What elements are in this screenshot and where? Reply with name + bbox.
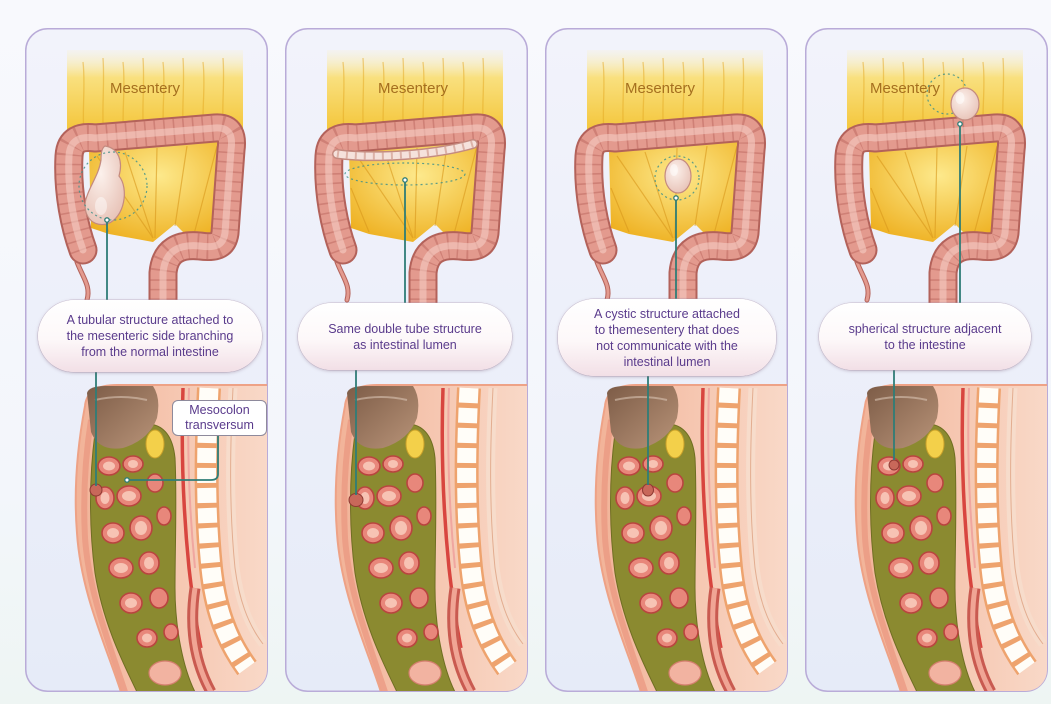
pointer-dot bbox=[403, 178, 407, 182]
description-line: to themesentery that does bbox=[595, 322, 740, 338]
mesentery-label: Mesentery bbox=[110, 80, 181, 97]
lesion-cross-section bbox=[643, 484, 654, 496]
description-label-panel-1: A tubular structure attached to the mese… bbox=[38, 300, 262, 372]
callout-line-text: Mesocolon bbox=[189, 403, 249, 418]
lesion-cross-section bbox=[889, 460, 899, 470]
pointer-dot bbox=[105, 218, 109, 222]
description-line: not communicate with the bbox=[596, 338, 738, 354]
callout-dot bbox=[125, 478, 129, 482]
description-line: to the intestine bbox=[884, 337, 965, 353]
sagittal-section-illustration bbox=[596, 385, 788, 692]
mesentery-label: Mesentery bbox=[870, 80, 941, 97]
mesocolon-callout: Mesocolon transversum bbox=[172, 400, 267, 436]
description-line: as intestinal lumen bbox=[353, 337, 457, 353]
description-label-panel-4: spherical structure adjacent to the inte… bbox=[819, 303, 1031, 370]
lesion-mesenteric-cyst bbox=[665, 159, 691, 193]
lesion-spherical-structure bbox=[951, 88, 979, 120]
pointer-dot bbox=[958, 122, 962, 126]
description-line: Same double tube structure bbox=[328, 321, 482, 337]
callout-line-text: transversum bbox=[185, 418, 254, 433]
mesentery-label: Mesentery bbox=[378, 80, 449, 97]
description-line: A cystic structure attached bbox=[594, 306, 740, 322]
mesentery-label: Mesentery bbox=[625, 80, 696, 97]
description-label-panel-3: A cystic structure attached to themesent… bbox=[558, 299, 776, 376]
sagittal-section-illustration bbox=[336, 385, 528, 692]
description-line: intestinal lumen bbox=[624, 354, 711, 370]
description-line: spherical structure adjacent bbox=[849, 321, 1002, 337]
pointer-dot bbox=[674, 196, 678, 200]
description-line: A tubular structure attached to bbox=[67, 312, 234, 328]
description-line: from the normal intestine bbox=[81, 344, 219, 360]
lesion-cross-section bbox=[349, 494, 363, 507]
description-line: the mesenteric side branching bbox=[67, 328, 234, 344]
sagittal-section-illustration bbox=[856, 385, 1048, 692]
description-label-panel-2: Same double tube structure as intestinal… bbox=[298, 303, 512, 370]
